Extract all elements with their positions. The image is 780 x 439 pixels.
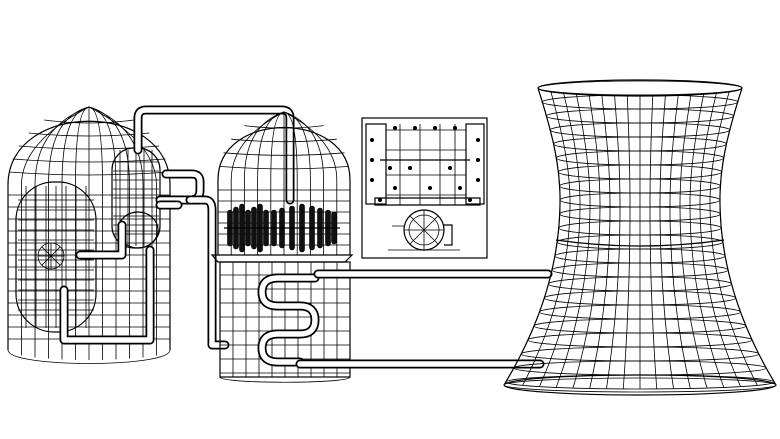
cooling-pipes bbox=[295, 269, 553, 369]
reactor-pressure-vessel bbox=[15, 181, 97, 333]
condenser-coil bbox=[257, 273, 320, 367]
fan-icon bbox=[37, 242, 65, 270]
detail-inset bbox=[361, 117, 488, 259]
cooling-tower bbox=[503, 79, 777, 396]
turbine-rotor bbox=[224, 203, 340, 253]
